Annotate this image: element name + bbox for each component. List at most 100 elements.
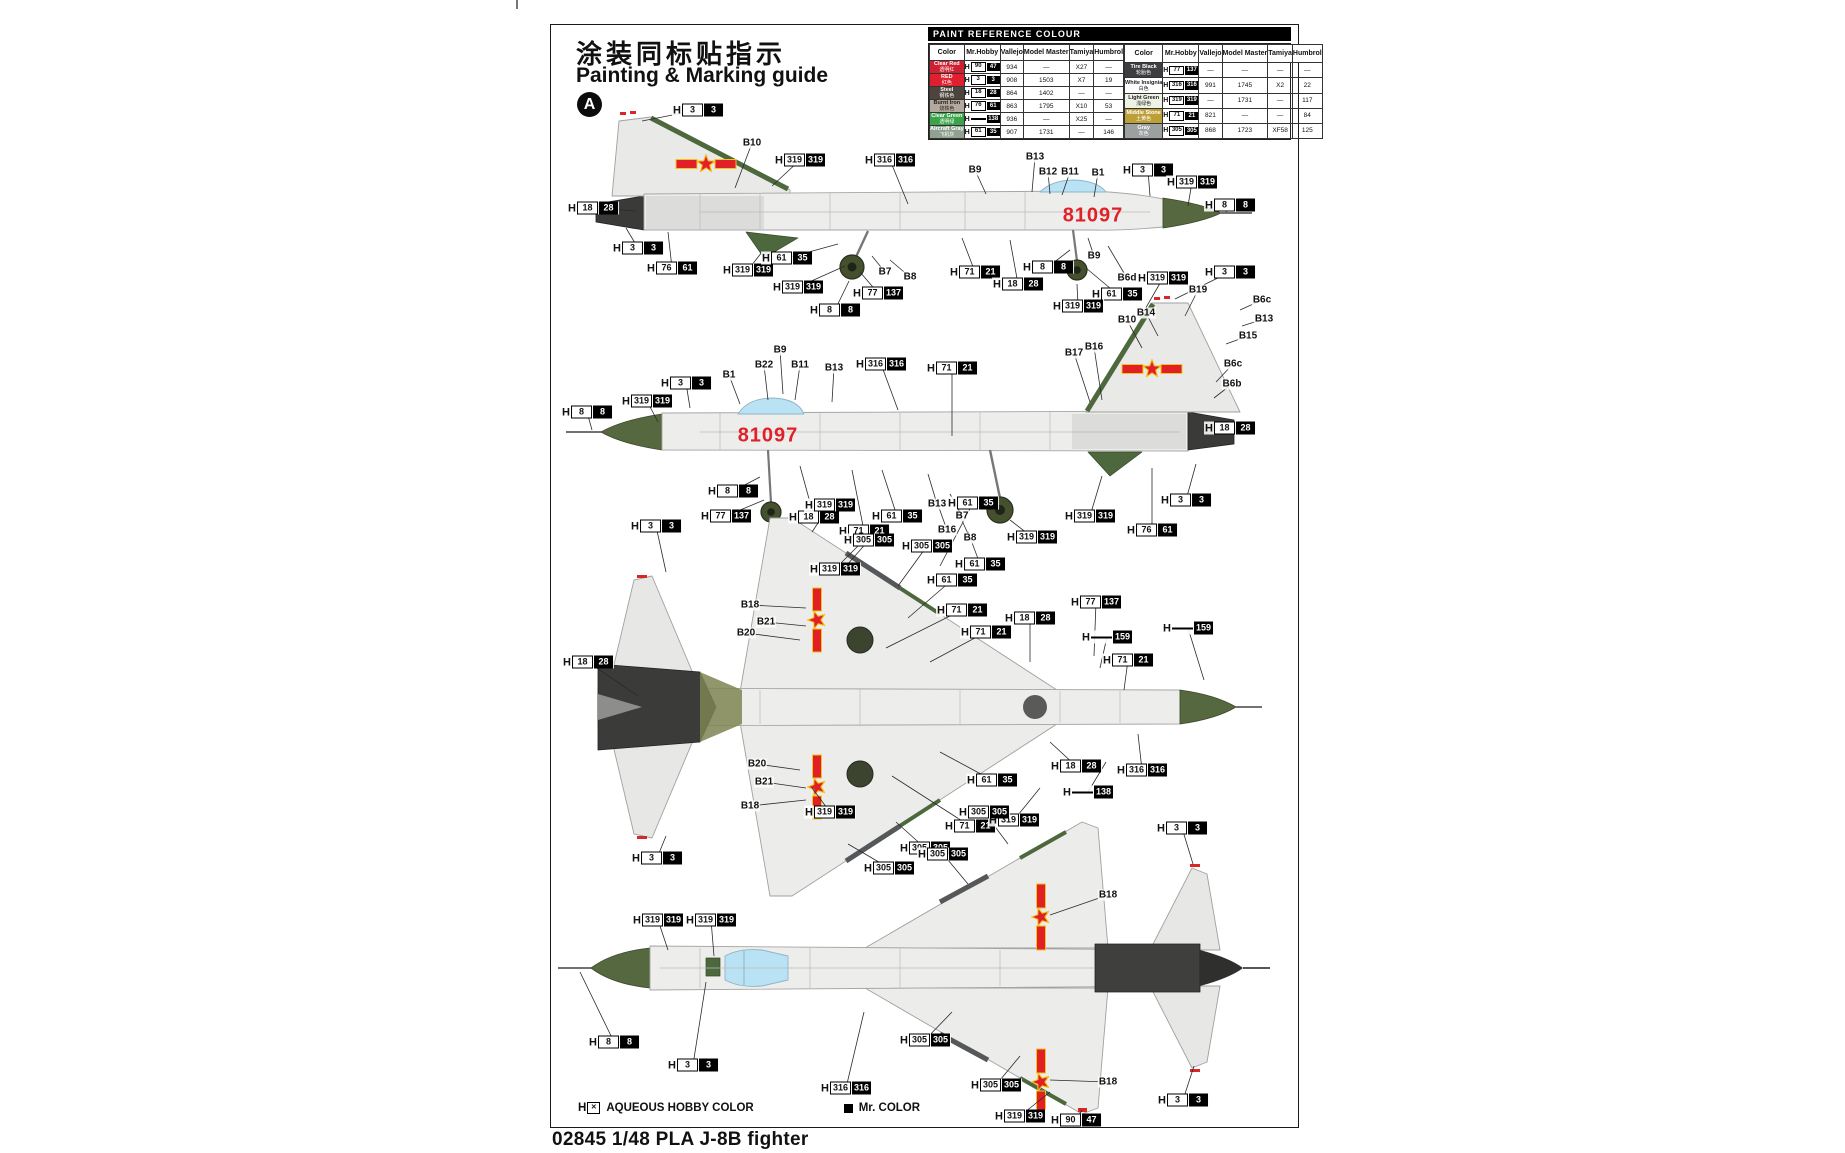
tamiya-cell: —: [1068, 125, 1095, 139]
vallejo-cell: 936: [999, 112, 1024, 126]
paint-column-header: Color: [929, 44, 965, 61]
model-master-cell: —: [1221, 107, 1269, 124]
aqueous-label: AQUEOUS HOBBY COLOR: [606, 1102, 754, 1114]
kit-product-title: 02845 1/48 PLA J-8B fighter: [552, 1129, 809, 1150]
paint-column-header: Model Master: [1221, 43, 1269, 64]
decal-part-label-B6c: B6c: [1251, 294, 1273, 306]
tamiya-cell: X10: [1068, 99, 1095, 113]
paint-column-header: Model Master: [1022, 44, 1070, 61]
decal-part-label-B1: B1: [721, 369, 737, 381]
paint-table-title: PAINT REFERENCE COLOUR: [928, 27, 1291, 41]
decal-part-label-B19: B19: [1187, 284, 1209, 296]
tamiya-cell: —: [1068, 86, 1095, 100]
vallejo-cell: 821: [1198, 107, 1223, 124]
model-master-cell: 1731: [1022, 125, 1070, 139]
vallejo-cell: 907: [999, 125, 1024, 139]
model-master-cell: 1745: [1221, 77, 1269, 94]
humbrol-cell: —: [1093, 86, 1125, 100]
view-underside-plan: [597, 517, 1262, 897]
vallejo-cell: 991: [1198, 77, 1223, 94]
decal-part-label-B18: B18: [1097, 889, 1119, 901]
decal-part-label-B7: B7: [877, 266, 893, 278]
decal-part-label-B21: B21: [755, 616, 777, 628]
page-title-english: Painting & Marking guide: [576, 64, 829, 87]
vallejo-cell: 908: [999, 73, 1024, 87]
humbrol-cell: —: [1093, 60, 1125, 74]
model-master-cell: —: [1221, 62, 1269, 79]
tamiya-cell: X27: [1068, 60, 1095, 74]
decal-part-label-B21: B21: [753, 776, 775, 788]
paint-column-header: Humbrol: [1291, 43, 1323, 64]
model-master-cell: 1723: [1221, 122, 1269, 140]
model-master-cell: 1402: [1022, 86, 1070, 100]
humbrol-cell: 22: [1291, 77, 1323, 94]
tamiya-cell: X7: [1068, 73, 1095, 87]
tamiya-cell: —: [1267, 92, 1293, 109]
decal-part-label-B17: B17: [1063, 347, 1085, 359]
decal-part-label-B18: B18: [1097, 1076, 1119, 1088]
aircraft-number-decal: 81097: [1062, 204, 1124, 227]
paint-column-header: Mr.Hobby: [963, 44, 1001, 61]
decal-part-label-B13: B13: [1024, 151, 1046, 163]
decal-part-label-B22: B22: [753, 359, 775, 371]
humbrol-cell: —: [1093, 112, 1125, 126]
mr-color-square-icon: [843, 1103, 853, 1113]
decal-part-label-B20: B20: [735, 627, 757, 639]
decal-part-label-B10: B10: [1116, 314, 1138, 326]
decal-part-label-B6d: B6d: [1116, 272, 1138, 284]
humbrol-cell: 53: [1093, 99, 1125, 113]
